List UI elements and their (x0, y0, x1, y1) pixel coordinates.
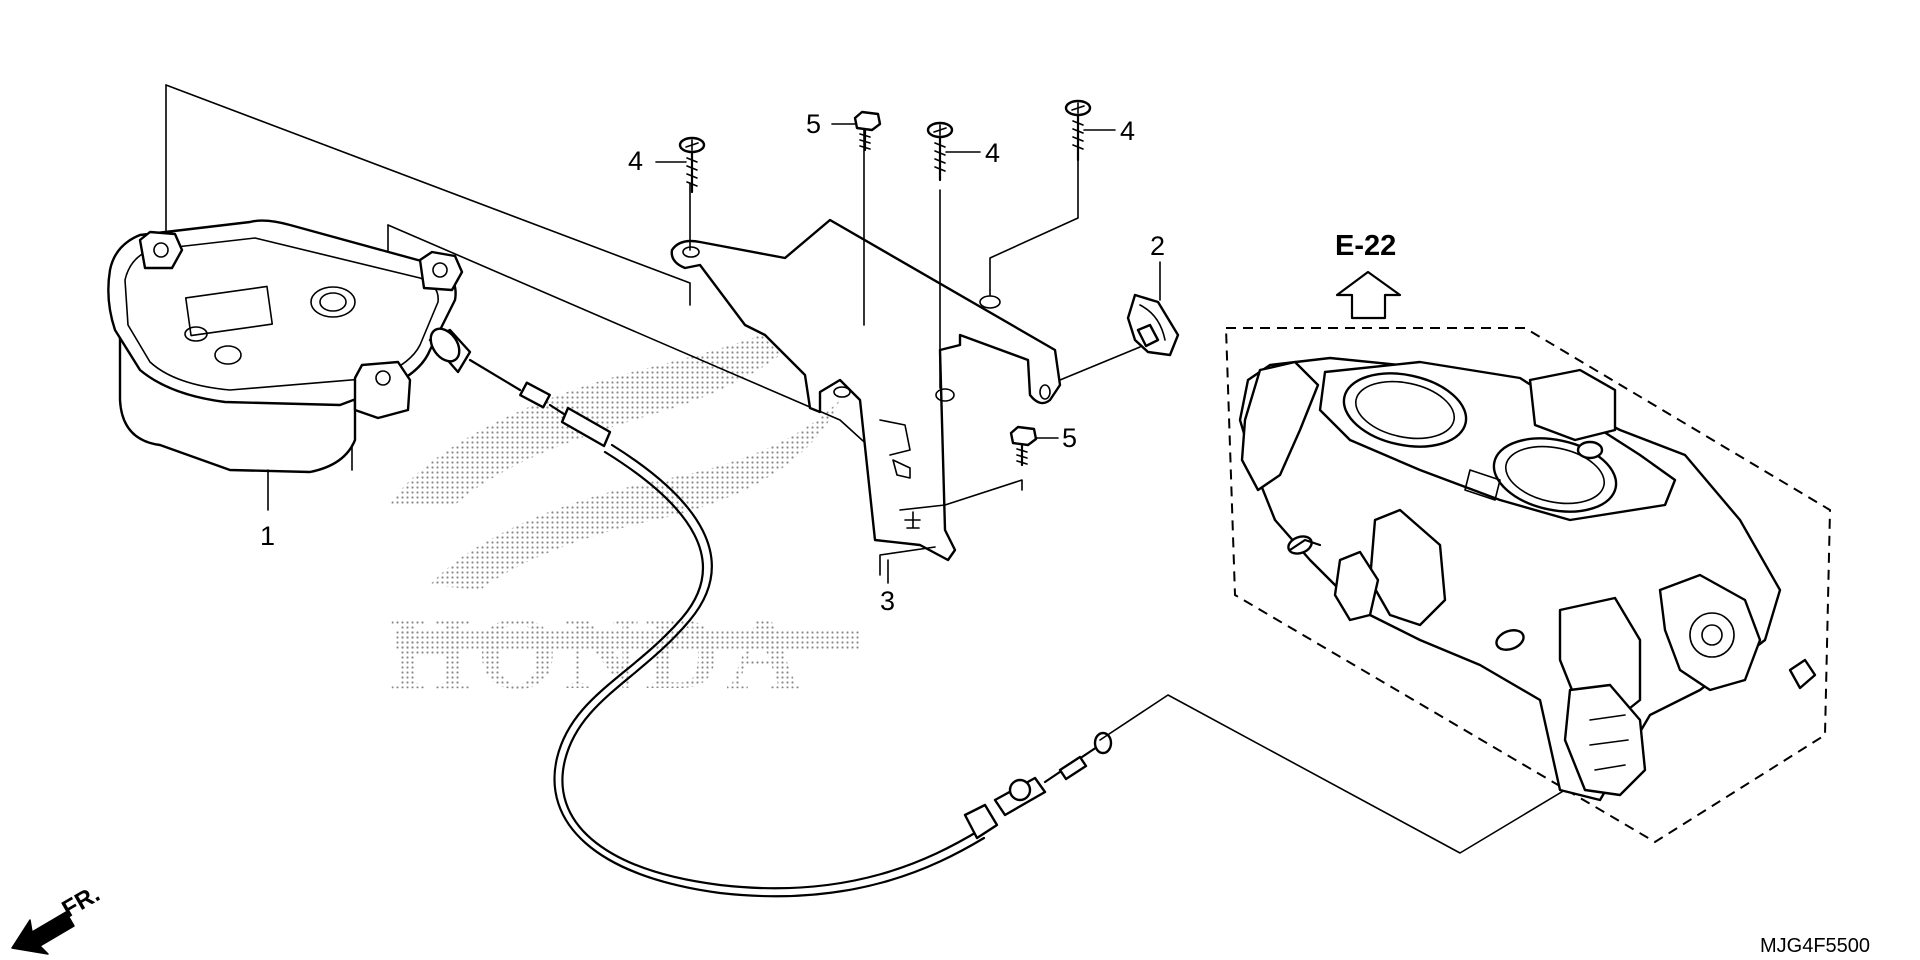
callout-2: 2 (1150, 231, 1165, 261)
front-direction-indicator: FR. (11, 880, 104, 955)
bolt-part-5-bottom (1009, 425, 1038, 467)
screw-part-4-right (1064, 99, 1092, 162)
callout-5-top: 5 (806, 109, 821, 139)
throttle-body-assembly (1224, 327, 1832, 844)
screw-part-4-left (678, 136, 706, 194)
control-unit-part-1 (107, 219, 464, 511)
callout-1: 1 (260, 521, 275, 551)
callout-4-right: 4 (1120, 116, 1135, 146)
clamp-part-2 (1126, 293, 1180, 357)
reference-e22: E-22 (1335, 230, 1402, 320)
callout-leaders (689, 127, 1586, 854)
callout-4-middle: 4 (985, 138, 1000, 168)
bolt-part-5-top (853, 110, 882, 152)
callout-3: 3 (880, 586, 895, 616)
callout-4-left: 4 (628, 146, 643, 176)
honda-wing-logo (390, 300, 860, 650)
throttle-cable (428, 327, 1113, 898)
reference-label: E-22 (1335, 230, 1396, 262)
front-arrow-icon (11, 911, 75, 955)
diagram-code: MJG4F5500 (1760, 935, 1870, 957)
screw-part-4-middle (926, 121, 954, 182)
honda-watermark: HONDA (390, 300, 860, 711)
bracket-part-3 (670, 218, 1062, 562)
watermark-text: HONDA (390, 596, 807, 711)
callout-labels: 1 2 3 4 4 4 5 5 (260, 109, 1165, 616)
callout-5-bottom: 5 (1062, 423, 1077, 453)
up-arrow-icon (1335, 270, 1402, 320)
